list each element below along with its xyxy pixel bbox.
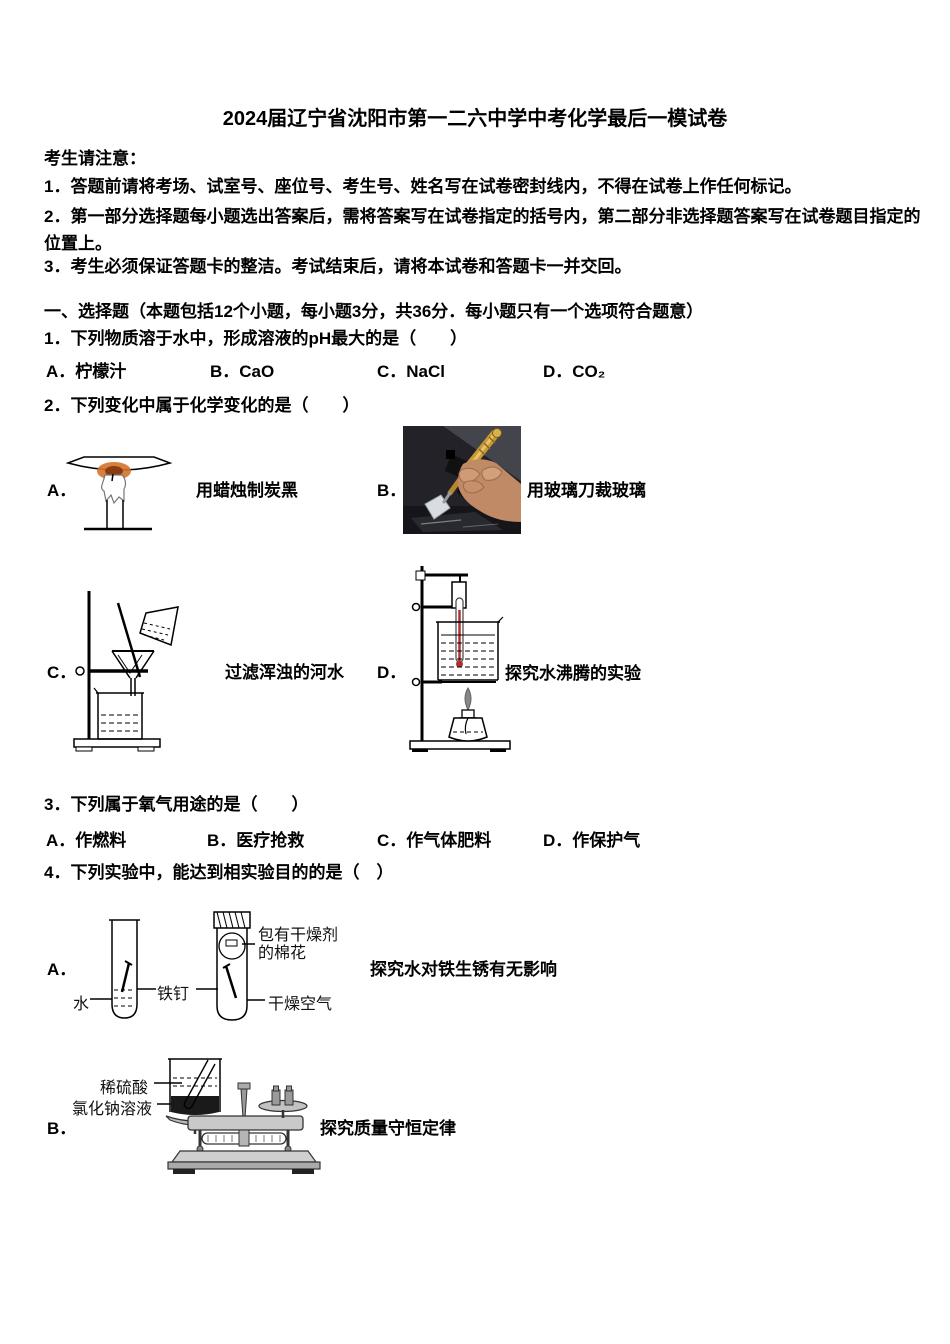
- nail-label: 铁钉: [157, 986, 190, 1003]
- q2-choice-d-label: D．: [377, 663, 407, 682]
- beaker: [436, 616, 504, 681]
- q1-option-b: B．CaO: [210, 362, 275, 381]
- page-title: 2024届辽宁省沈阳市第一二六中学中考化学最后一模试卷: [222, 108, 728, 130]
- iron-nail: [120, 962, 131, 993]
- candle-soot-diagram: [65, 456, 173, 531]
- cotton-label-line1: 包有干燥剂: [258, 927, 339, 944]
- q2-choice-b-caption: 用玻璃刀裁玻璃: [527, 481, 646, 500]
- desiccant-cotton: [218, 932, 246, 960]
- clamp-knob: [75, 666, 85, 676]
- base: [170, 1150, 318, 1163]
- balance-scale-diagram: [154, 1058, 321, 1174]
- pointer: [240, 1088, 248, 1119]
- glass-rod: [116, 602, 142, 678]
- pouring-beaker: [139, 606, 179, 647]
- dry-air-test-tube: [213, 911, 251, 1021]
- glass-cutter-photo: [403, 426, 521, 534]
- notice-item-3: 3．考生必须保证答题卡的整洁。考试结束后，请将本试卷和答题卡一并交回。: [44, 257, 632, 276]
- right-pan: [258, 1099, 308, 1113]
- notice-heading: 考生请注意：: [44, 149, 146, 168]
- q2-choice-b-label: B．: [377, 481, 407, 500]
- notice-item-1: 1．答题前请将考场、试室号、座位号、考生号、姓名写在试卷密封线内，不得在试卷上作…: [44, 177, 802, 196]
- q1-stem: 1．下列物质溶于水中，形成溶液的pH最大的是（ ）: [44, 329, 468, 348]
- funnel: [111, 650, 155, 696]
- iron-nail: [224, 965, 238, 999]
- q3-option-c: C．作气体肥料: [377, 831, 492, 850]
- salt-label: 氯化钠溶液: [72, 1101, 153, 1118]
- q3-option-a: A．作燃料: [46, 831, 127, 850]
- flame-icon: [464, 687, 472, 712]
- receiving-beaker: [93, 687, 144, 740]
- q3-option-b: B．医疗抢救: [207, 831, 305, 850]
- q2-choice-c-label: C．: [47, 663, 77, 682]
- q2-choice-a-label: A．: [47, 481, 77, 500]
- q4-exp-a-label: A．: [47, 960, 77, 979]
- dry-air-label: 干燥空气: [268, 996, 333, 1013]
- q3-option-d: D．作保护气: [543, 831, 641, 850]
- filtration-diagram: [73, 591, 179, 752]
- q4-exp-b-label: B．: [47, 1119, 77, 1138]
- salt-solution: [171, 1096, 219, 1115]
- q3-stem: 3．下列属于氧气用途的是（ ）: [44, 795, 309, 814]
- water-boiling-diagram: [409, 566, 511, 752]
- notice-item-2: 2．第一部分选择题每小题选出答案后，需将答案写在试卷指定的括号内，第二部分非选择…: [44, 207, 921, 253]
- q2-choice-d-caption: 探究水沸腾的实验: [505, 664, 641, 683]
- acid-tube: [183, 1059, 209, 1105]
- q4-exp-b-caption: 探究质量守恒定律: [320, 1119, 456, 1138]
- water-label: 水: [73, 996, 90, 1013]
- beam: [187, 1115, 304, 1131]
- rust-test-tubes-diagram: [90, 911, 265, 1021]
- q1-option-c: C．NaCl: [377, 362, 446, 381]
- cotton-label-line2: 的棉花: [258, 945, 307, 962]
- q2-choice-a-caption: 用蜡烛制炭黑: [196, 481, 298, 500]
- alcohol-lamp: [448, 709, 488, 742]
- section1-heading: 一、选择题（本题包括12个小题，每小题3分，共36分．每小题只有一个选项符合题意…: [44, 302, 704, 321]
- q2-choice-c-caption: 过滤浑浊的河水: [225, 663, 344, 682]
- q1-option-d: D．CO₂: [543, 362, 606, 381]
- reaction-beaker: [168, 1058, 222, 1115]
- water-test-tube: [109, 919, 140, 1019]
- q4-exp-a-caption: 探究水对铁生锈有无影响: [370, 960, 557, 979]
- q4-stem: 4．下列实验中，能达到相实验目的的是（ ）: [44, 863, 394, 882]
- weights: [271, 1085, 294, 1106]
- acid-label: 稀硫酸: [100, 1080, 149, 1097]
- rubber-stopper: [213, 911, 251, 929]
- q1-option-a: A．柠檬汁: [46, 362, 127, 381]
- q2-stem: 2．下列变化中属于化学变化的是（ ）: [44, 396, 360, 415]
